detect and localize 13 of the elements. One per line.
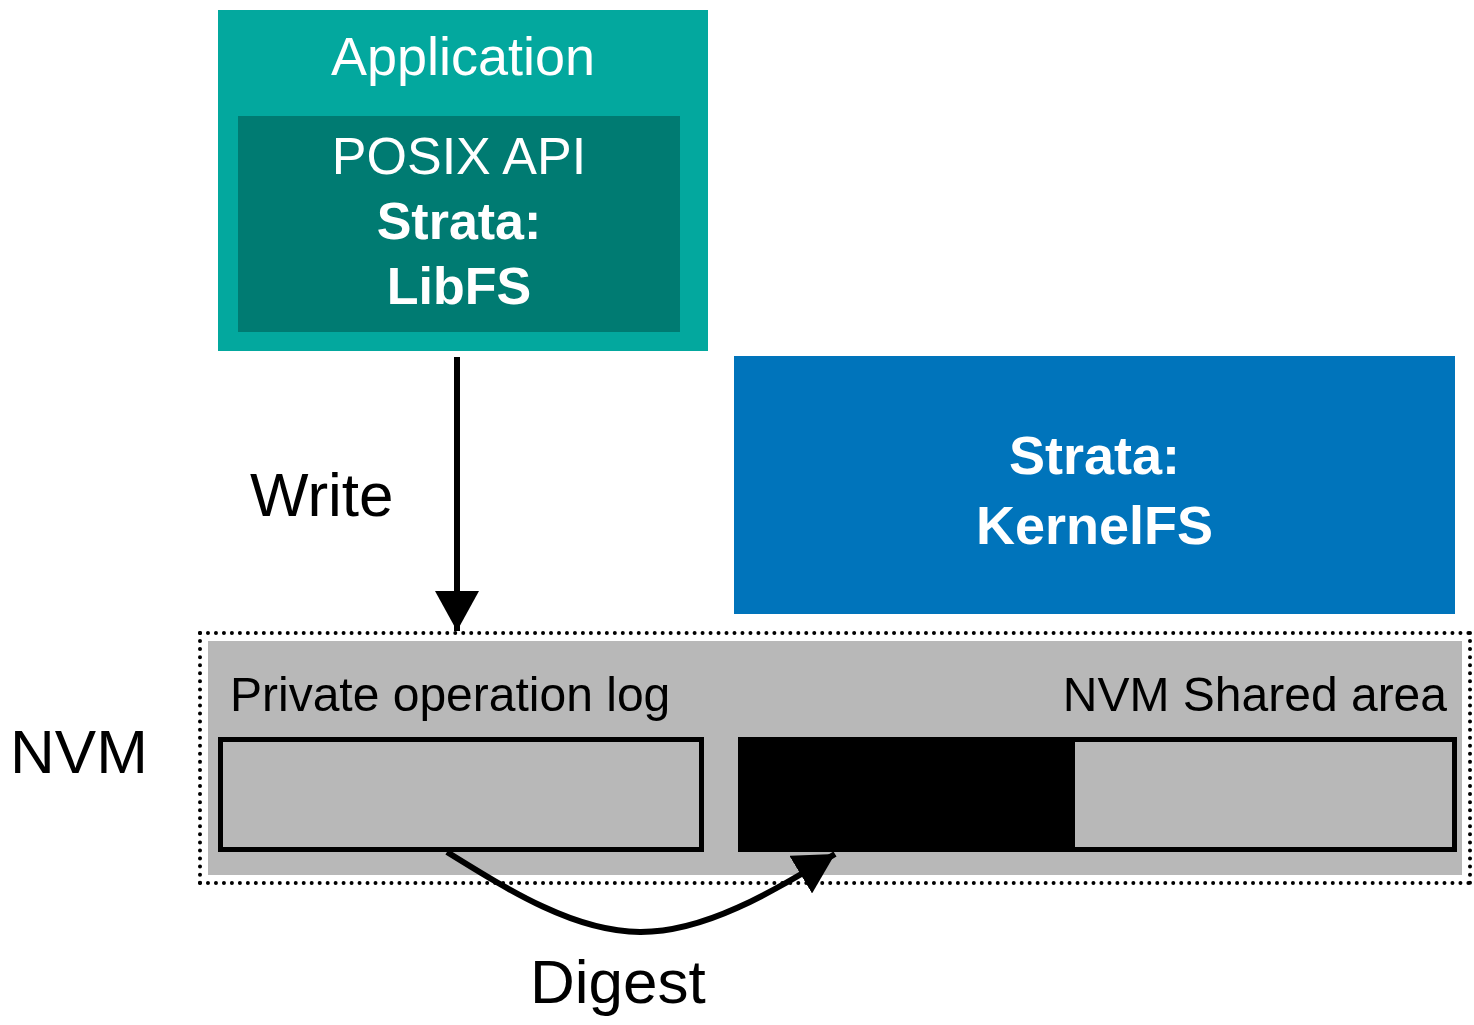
box-label: Strata: KernelFS (974, 424, 1215, 558)
box-label: POSIX API (330, 126, 588, 187)
bar-heading: Private operation log (230, 667, 671, 723)
application-box (218, 10, 708, 351)
nvm-region (198, 631, 1472, 885)
box-label: Strata: LibFS (375, 191, 543, 317)
kernel-box (734, 356, 1455, 614)
arrow (445, 849, 837, 935)
arrow (435, 357, 479, 631)
box-title: Application (329, 25, 597, 88)
bar-heading: NVM Shared area (1062, 667, 1447, 723)
library-box (238, 116, 680, 332)
side-label: NVM (10, 716, 148, 787)
